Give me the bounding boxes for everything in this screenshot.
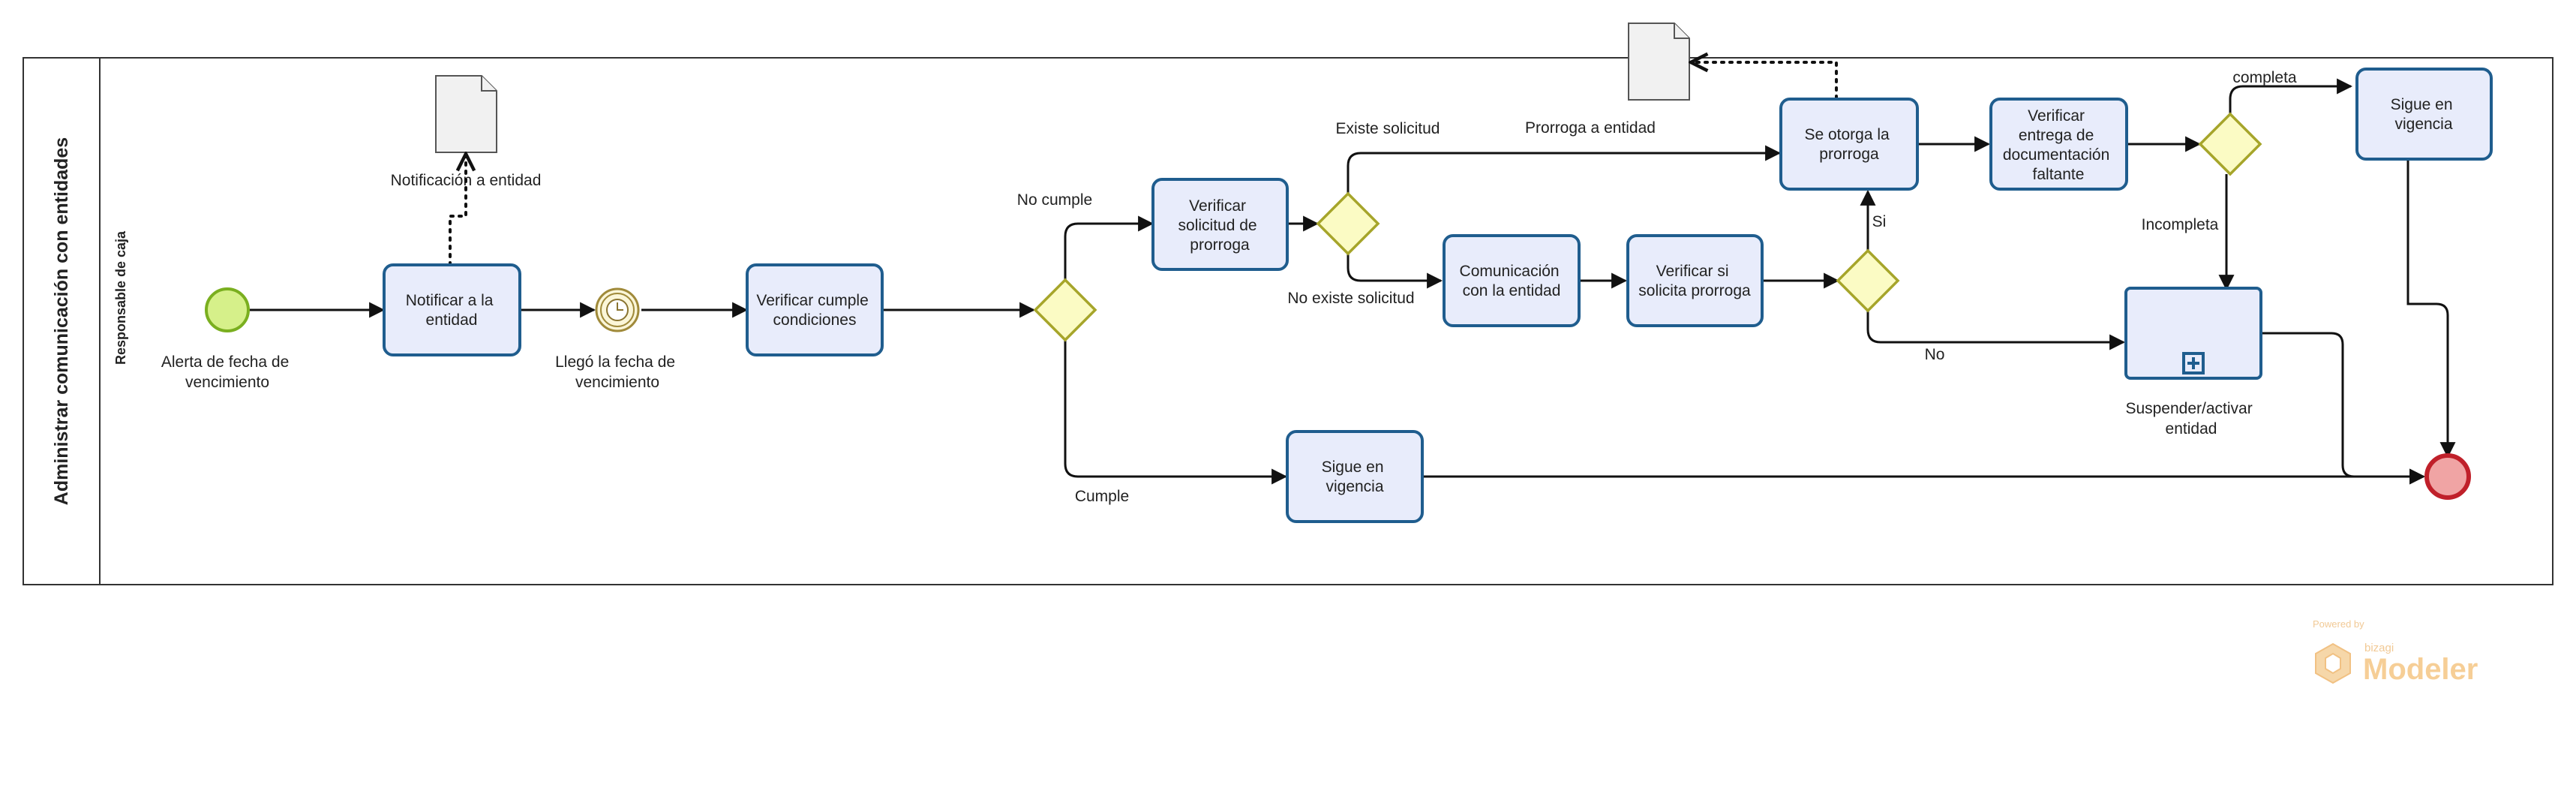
flow-label-si: Si [1872, 213, 1887, 230]
vendor-text: bizagi [2364, 642, 2394, 654]
gateway-solicita-prorroga[interactable] [1836, 248, 1900, 313]
flow-no-cumple [1064, 215, 1154, 280]
flow-label-no: No [1925, 346, 1945, 363]
flow-vigencia-top-to-end [2406, 161, 2456, 459]
gateway-cumple-condiciones[interactable] [1033, 278, 1097, 342]
lane-title: Responsable de caja [113, 230, 128, 365]
gateway-existe-solicitud[interactable] [1316, 191, 1380, 256]
artifact-label-prorroga: Prorroga a entidad [1525, 119, 1656, 137]
flow-label-cumple: Cumple [1075, 488, 1129, 505]
subprocess-suspender-activar[interactable] [2124, 287, 2262, 380]
flow-cumple [1064, 340, 1288, 485]
association-prorroga [1691, 62, 1838, 100]
task-sigue-vigencia-bottom[interactable]: Sigue en vigencia [1286, 430, 1424, 523]
flow-label-existe-solicitud: Existe solicitud [1336, 120, 1440, 137]
task-verificar-solicitud[interactable]: Verificar solicitud de prorroga [1151, 178, 1289, 271]
flow-label-completa: completa [2232, 69, 2297, 86]
flow-label-incompleta: Incompleta [2142, 216, 2219, 233]
svg-text:Sigue en vigencia: Sigue en vigencia [1322, 459, 1389, 495]
gateway-documentacion-completa[interactable] [2198, 112, 2262, 176]
powered-by-text: Powered by [2313, 618, 2364, 630]
svg-text:Verificar si solicita pr: Verificar si solicita prorroga [1638, 263, 1751, 299]
flow-label-no-cumple: No cumple [1017, 191, 1092, 209]
task-sigue-vigencia-top[interactable]: Sigue en vigencia [2355, 68, 2493, 161]
svg-text:Verificar entrega de: Verificar entrega de documentación falta… [2003, 107, 2114, 183]
document-prorroga[interactable] [1628, 23, 1690, 101]
timer-event-label: Llegó la fecha de vencimiento [555, 353, 680, 391]
flow-existe-solicitud [1347, 145, 1782, 194]
svg-text:Comunicación con la enti: Comunicación con la entidad [1460, 263, 1564, 299]
svg-text:Verificar cumple condici: Verificar cumple condiciones [756, 292, 872, 329]
expand-icon[interactable] [2182, 352, 2205, 374]
flow-no-existe-solicitud [1347, 254, 1443, 289]
cube-icon [2315, 642, 2351, 684]
start-event-label: Alerta de fecha de vencimiento [161, 353, 293, 391]
sequence-flows [250, 78, 2456, 485]
product-text: Modeler [2363, 653, 2478, 686]
task-se-otorga-prorroga[interactable]: Se otorga la prorroga [1779, 98, 1919, 191]
svg-text:Sigue en vigencia: Sigue en vigencia [2391, 96, 2457, 133]
start-event[interactable] [205, 287, 250, 332]
task-verificar-si-solicita[interactable]: Verificar si solicita prorroga [1626, 234, 1764, 327]
flow-completa [2229, 78, 2353, 114]
pool-title: Administrar comunicación con entidades [51, 137, 72, 505]
svg-text:Verificar solicitud de: Verificar solicitud de prorroga [1178, 197, 1262, 254]
task-comunicacion-entidad[interactable]: Comunicación con la entidad [1443, 234, 1581, 327]
task-verificar-condiciones[interactable]: Verificar cumple condiciones [746, 263, 884, 356]
timer-event[interactable] [595, 287, 640, 332]
task-notificar-entidad[interactable]: Notificar a la entidad [383, 263, 521, 356]
document-notificacion[interactable] [435, 75, 497, 153]
bizagi-modeler-logo: Powered by bizagi Modeler [2313, 618, 2478, 686]
end-event[interactable] [2424, 453, 2471, 500]
svg-text:Se otorga la prorroga: Se otorga la prorroga [1804, 126, 1893, 163]
association-notificacion [449, 154, 466, 266]
flow-no [1866, 311, 2126, 350]
task-verificar-entrega[interactable]: Verificar entrega de documentación falta… [1989, 98, 2128, 191]
subprocess-label: Suspender/activar entidad [2125, 400, 2256, 438]
svg-text:Notificar a la entidad: Notificar a la entidad [406, 292, 498, 329]
flow-label-no-existe-solicitud: No existe solicitud [1287, 290, 1414, 307]
